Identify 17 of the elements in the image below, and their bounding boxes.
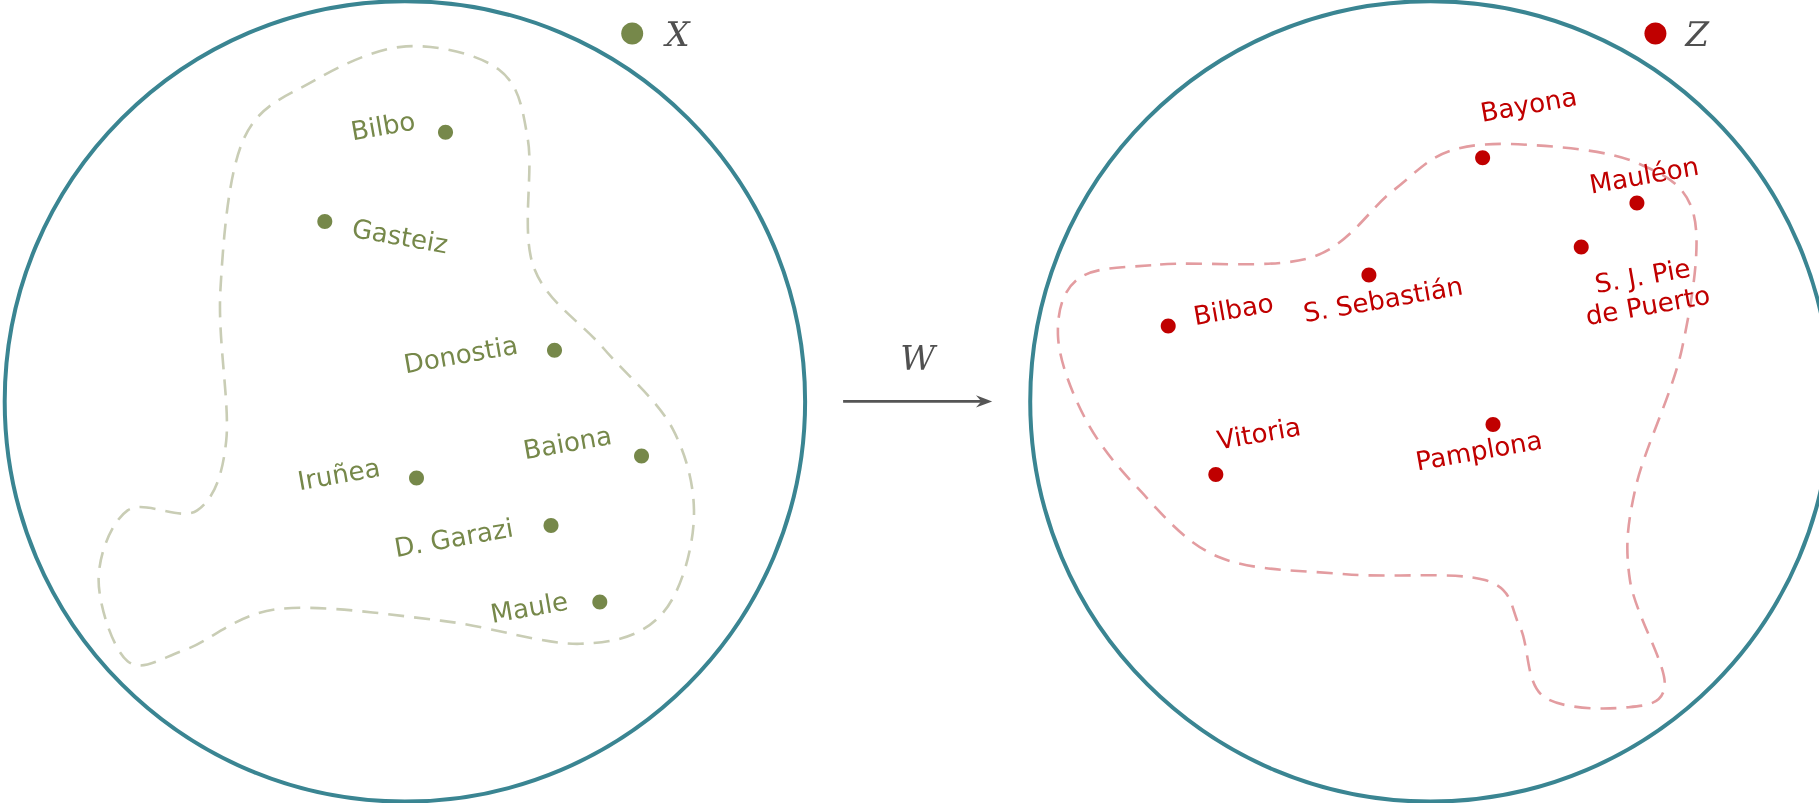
set-label: X	[663, 21, 691, 46]
city-name: Iruñea	[298, 462, 380, 490]
edge-label: W	[902, 345, 938, 370]
city-name: Bilbao	[1194, 298, 1273, 325]
city-name: Baiona	[524, 430, 611, 459]
city-name: Maule	[491, 593, 568, 623]
city-name: Vitoria	[1215, 418, 1300, 449]
city-name: Bilbo	[351, 114, 414, 140]
city-name: S. Sebastián	[1304, 277, 1462, 322]
city-name: Mauléon	[1590, 160, 1698, 194]
set-label: Z	[1684, 21, 1710, 46]
city-name: Gasteiz	[353, 219, 448, 254]
city-name: Pamplona	[1416, 435, 1541, 471]
city-name: S. J. Pie de Puerto	[1587, 260, 1709, 325]
city-name: Bayona	[1481, 91, 1576, 122]
city-name: D. Garazi	[395, 517, 513, 557]
city-name: Donostia	[404, 337, 517, 373]
